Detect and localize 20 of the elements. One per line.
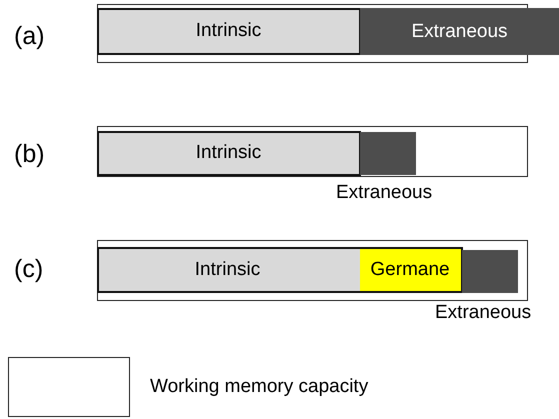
intrinsic-bar bbox=[96, 246, 462, 292]
extraneous-bar bbox=[360, 8, 559, 55]
bar-caption: Extraneous bbox=[336, 182, 432, 204]
legend-label: Working memory capacity bbox=[150, 376, 368, 398]
bar-caption: Extraneous bbox=[435, 302, 532, 324]
extraneous-bar bbox=[360, 132, 416, 174]
intrinsic-bar bbox=[96, 8, 360, 54]
bar-label: Intrinsic bbox=[196, 20, 262, 42]
bar-label: Intrinsic bbox=[194, 258, 260, 280]
bar-label: Intrinsic bbox=[196, 142, 262, 164]
capacity-box bbox=[97, 126, 528, 177]
intrinsic-bar bbox=[96, 130, 360, 176]
row-label: (a) bbox=[14, 22, 45, 51]
bar-label: Germane bbox=[370, 258, 450, 280]
extraneous-bar bbox=[462, 250, 518, 292]
germane-bar bbox=[360, 248, 460, 290]
row-label: (c) bbox=[14, 255, 44, 284]
row-label: (b) bbox=[14, 140, 45, 169]
capacity-box bbox=[97, 240, 528, 301]
bar-label: Extraneous bbox=[411, 20, 508, 42]
